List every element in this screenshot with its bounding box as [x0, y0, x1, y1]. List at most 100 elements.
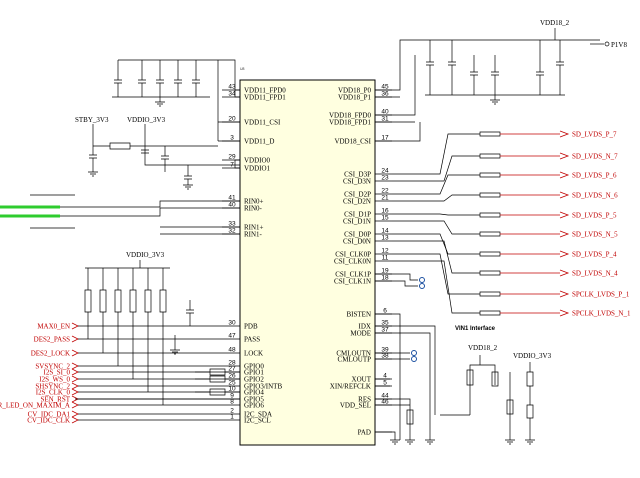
net-arrow [559, 130, 570, 138]
net-wire [392, 133, 480, 175]
net-wire [392, 220, 480, 235]
pin-name: IDX [359, 323, 371, 331]
net-label: SD_LVDS_P_7 [572, 131, 617, 139]
pin-number: 16 [381, 208, 389, 215]
net-wire [392, 253, 480, 295]
top-left-capacitors [112, 59, 240, 142]
pin-name: CSI_D3P [344, 171, 371, 179]
pin-name: GPIO5 [244, 396, 264, 404]
pin-number: 38 [381, 353, 389, 360]
pin-name: VDDIO1 [244, 165, 271, 173]
net-label: DES2_PASS [34, 336, 70, 344]
net-label: SPCLK_LVDS_P_1 [572, 291, 630, 299]
pin-number: 44 [381, 393, 389, 400]
vddio-3v3-label-c: VDDIO_3V3 [513, 352, 552, 360]
net-arrow [71, 416, 79, 424]
pin-name: CSI_CLK1N [334, 278, 371, 286]
pin-number: 37 [381, 327, 389, 334]
pin-number: 18 [381, 275, 389, 282]
pin-name: GPIO4 [244, 389, 264, 397]
pin-name: GPIO0 [244, 363, 264, 371]
csi-test-points [375, 273, 425, 362]
net-label: SD_LVDS_P_4 [572, 251, 617, 259]
pin-number: 20 [228, 116, 236, 123]
net-label: I2S_SI_0 [44, 369, 71, 377]
pin-name: RES [358, 396, 371, 404]
vdd18-2-label-bottom: VDD18_2 [468, 344, 498, 352]
pin-number: 22 [381, 188, 389, 195]
series-resistor [479, 231, 501, 237]
net-arrow [71, 349, 79, 357]
pin-name: XOUT [352, 376, 372, 384]
ground-left [170, 335, 180, 355]
pin-name: VDD18_FPD1 [329, 119, 372, 127]
pin-name: RIN1+ [244, 224, 264, 232]
net-arrow [71, 322, 79, 330]
pin-number: 9 [230, 393, 234, 400]
net-label: SD_LVDS_N_6 [572, 192, 618, 200]
pin-name: I2C_SDA [244, 411, 272, 419]
pullup-resistors [84, 260, 194, 405]
pin-number: 46 [381, 399, 389, 406]
net-label: SD_LVDS_N_5 [572, 231, 618, 239]
pin-number: 19 [381, 268, 389, 275]
pin-name: LOCK [244, 350, 263, 358]
net-label: IR_LED_ON_MAXIM_A [0, 402, 70, 410]
bottom-right-network [375, 313, 535, 445]
pin-name: PDB [244, 323, 258, 331]
net-wire [392, 233, 480, 255]
stby-vddio-network [88, 124, 240, 190]
pin-number: 28 [228, 360, 236, 367]
pin-number: 1 [230, 414, 234, 421]
net-arrow [71, 368, 79, 376]
net-arrow [559, 309, 570, 317]
pin-number: 4 [383, 373, 387, 380]
pin-name: VDD_SEL [340, 402, 371, 410]
net-wire [392, 213, 480, 216]
pin-name: CSI_D1N [343, 218, 371, 226]
net-arrow [559, 211, 570, 219]
pin-number: 27 [228, 366, 236, 373]
pin-number: 10 [228, 386, 236, 393]
net-arrow [559, 152, 570, 160]
net-arrow [559, 269, 570, 277]
net-wire [392, 194, 480, 202]
pin-number: 2 [230, 408, 234, 415]
net-arrow [559, 230, 570, 238]
pin-number: 30 [228, 320, 236, 327]
pin-number: 29 [228, 154, 236, 161]
net-arrow [71, 335, 79, 343]
pin-number: 40 [228, 202, 236, 209]
net-arrow [71, 410, 79, 418]
pin-name: VDDIO0 [244, 157, 271, 165]
vddio-3v3-label-a: VDDIO_3V3 [127, 116, 166, 124]
pin-name: GPIO6 [244, 402, 264, 410]
net-label: MAX0_EN [37, 323, 70, 331]
pin-number: 23 [381, 175, 389, 182]
pin-name: GPIO1 [244, 369, 264, 377]
pin-name: CMLOUTN [336, 350, 371, 358]
series-resistor [479, 270, 501, 276]
pin-name: VDD18_P1 [338, 94, 372, 102]
pin-name: PASS [244, 336, 260, 344]
vdd18-2-label: VDD18_2 [540, 19, 570, 27]
net-wire [392, 174, 480, 195]
pin-name: RIN0+ [244, 198, 264, 206]
stby-3v3-label: STBY_3V3 [75, 116, 109, 124]
pin-name: BISTEN [347, 311, 372, 319]
pin-name: CSI_CLK1P [335, 271, 371, 279]
pin-number: 14 [381, 228, 389, 235]
pin-number: 8 [230, 399, 234, 406]
net-arrow [559, 250, 570, 258]
vddio-3v3-label-b: VDDIO_3V3 [126, 251, 165, 259]
net-arrow [71, 401, 79, 409]
vdd18-csi-wire [375, 122, 421, 142]
rin-input-network [0, 194, 240, 235]
pin-name: CSI_CLK0P [335, 251, 371, 259]
net-label: SEN_RST [40, 396, 70, 404]
pin-number: 17 [381, 135, 389, 142]
pin-name: PAD [358, 429, 371, 437]
net-label: SHSYNC_2 [35, 383, 70, 391]
